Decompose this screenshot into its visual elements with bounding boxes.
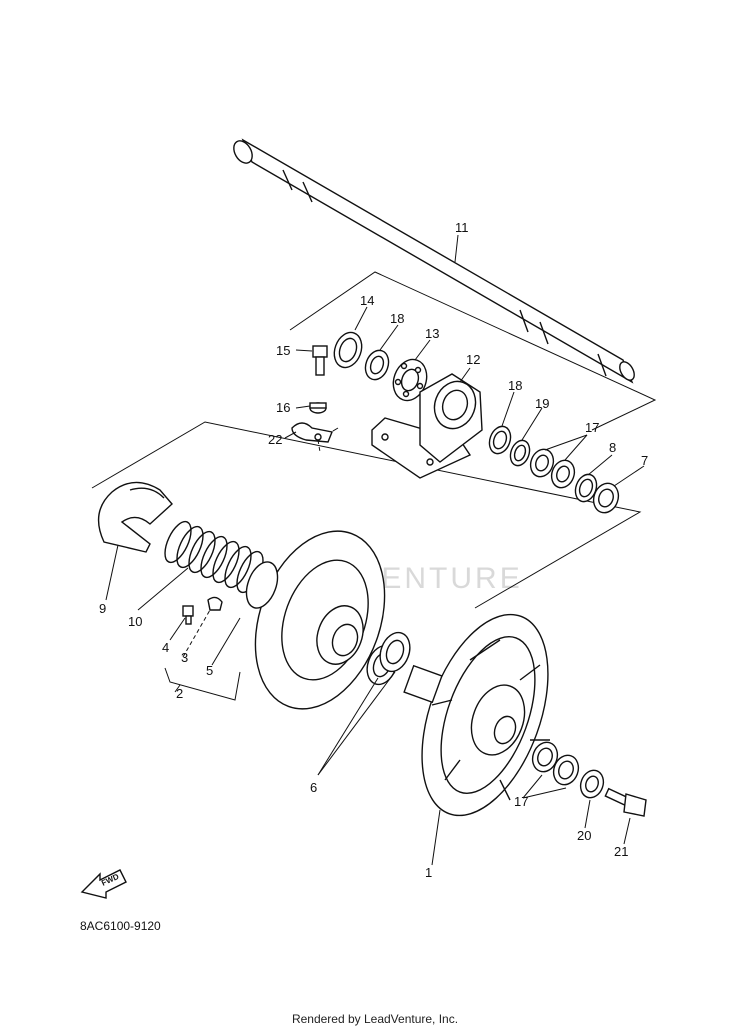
- fixed-sheave-part: [403, 613, 550, 817]
- shaft-part: [233, 138, 635, 384]
- footer-credit: Rendered by LeadVenture, Inc.: [291, 1012, 459, 1026]
- bearing-part: [392, 358, 428, 402]
- callout-19: 19: [535, 396, 549, 411]
- fwd-arrow-icon: FWD: [80, 869, 127, 899]
- cam-bracket-part: [97, 481, 173, 553]
- lower-hardware-part: [531, 741, 647, 817]
- callout-11: 11: [455, 220, 469, 235]
- callout-1: 1: [425, 865, 432, 880]
- callout-5: 5: [206, 663, 213, 678]
- callout-15: 15: [276, 343, 290, 358]
- callout-4: 4: [162, 640, 169, 655]
- callout-21: 21: [614, 844, 628, 859]
- callout-17b: 17: [514, 794, 528, 809]
- callout-18b: 18: [508, 378, 522, 393]
- right-washer-stack: [488, 425, 620, 514]
- callout-13: 13: [425, 326, 439, 341]
- nut-part: [309, 402, 327, 414]
- callout-10: 10: [128, 614, 142, 629]
- callout-6: 6: [310, 780, 317, 795]
- small-hardware-part: [182, 596, 223, 625]
- callout-17a: 17: [585, 420, 599, 435]
- callout-labels: 11 14 18 13 12 15 16 22 18 19 17 8 7 9 1…: [99, 220, 648, 880]
- washer-part-18a: [364, 349, 390, 381]
- callout-8: 8: [609, 440, 616, 455]
- callout-14: 14: [360, 293, 374, 308]
- callout-7: 7: [641, 453, 648, 468]
- callout-12: 12: [466, 352, 480, 367]
- callout-22: 22: [268, 432, 282, 447]
- callout-2: 2: [176, 686, 183, 701]
- circlip-part: [333, 331, 363, 369]
- bushing-part: [366, 631, 411, 686]
- callout-16: 16: [276, 400, 290, 415]
- diagram-code: 8AC6100-9120: [80, 919, 161, 933]
- callout-3: 3: [181, 650, 188, 665]
- bearing-housing-part: [371, 373, 483, 479]
- callout-20: 20: [577, 828, 591, 843]
- callout-9: 9: [99, 601, 106, 616]
- movable-sheave-part: [245, 530, 386, 710]
- clamp-part: [291, 422, 333, 443]
- bolt-part-15: [312, 345, 328, 376]
- callout-18a: 18: [390, 311, 404, 326]
- leader-lines: [105, 234, 645, 866]
